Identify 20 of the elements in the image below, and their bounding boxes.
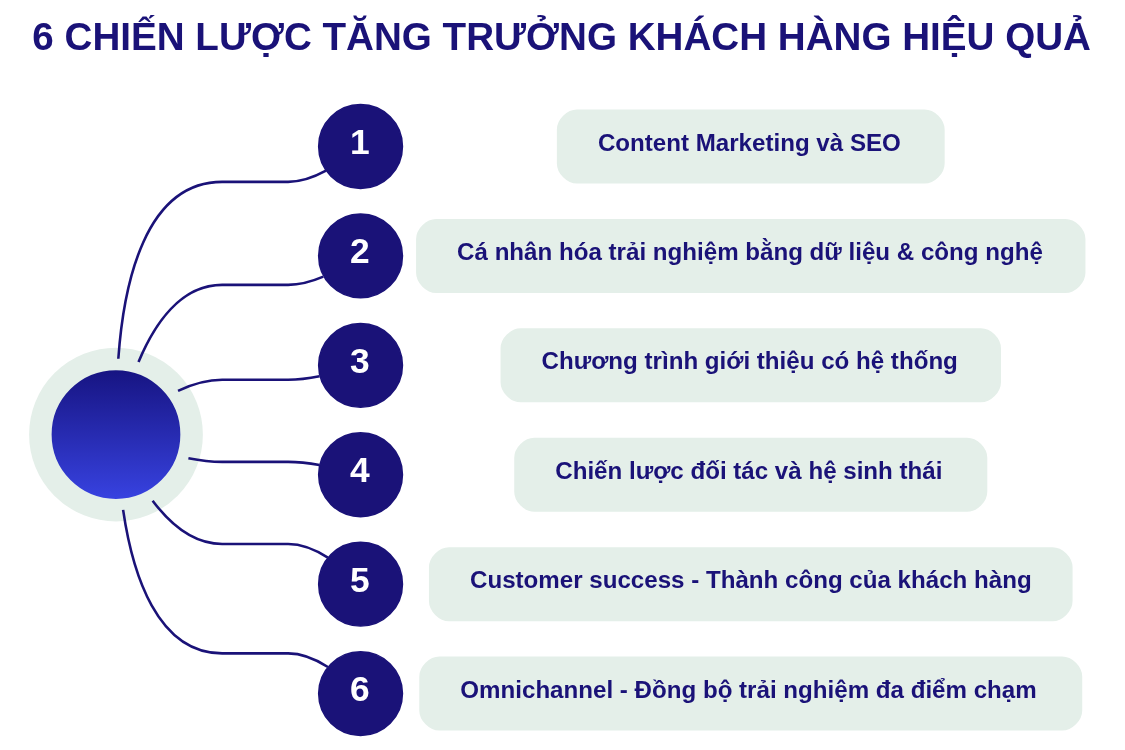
node-circle: 4 [317,432,404,518]
node-box: Omnichannel - Đồng bộ trải nghiệm đa điểm chạm [419,656,1083,731]
connector [137,275,324,363]
node-box: Customer success - Thành công của khách hàng [428,547,1073,622]
connector [117,169,327,359]
node-box: Cá nhân hóa trải nghiệm bằng dữ liệu & công nghệ [416,218,1086,293]
node-circle: 5 [317,541,404,627]
node-box: Chương trình giới thiệu có hệ thống [500,328,1001,403]
node-box: Chiến lược đối tác và hệ sinh thái [514,437,988,512]
node-circle: 2 [317,213,404,299]
connector [151,499,329,559]
connector [177,375,320,393]
node-circle: 6 [317,650,404,737]
node-circle: 1 [317,103,404,190]
node-circle: 3 [317,322,404,408]
node-box: Content Marketing và SEO [556,109,945,184]
connector [188,456,320,467]
diagram-title: 6 CHIẾN LƯỢC TĂNG TRƯỞNG KHÁCH HÀNG HIỆU QUẢ [32,15,1092,59]
node-circle [29,347,203,522]
connector [121,509,329,669]
